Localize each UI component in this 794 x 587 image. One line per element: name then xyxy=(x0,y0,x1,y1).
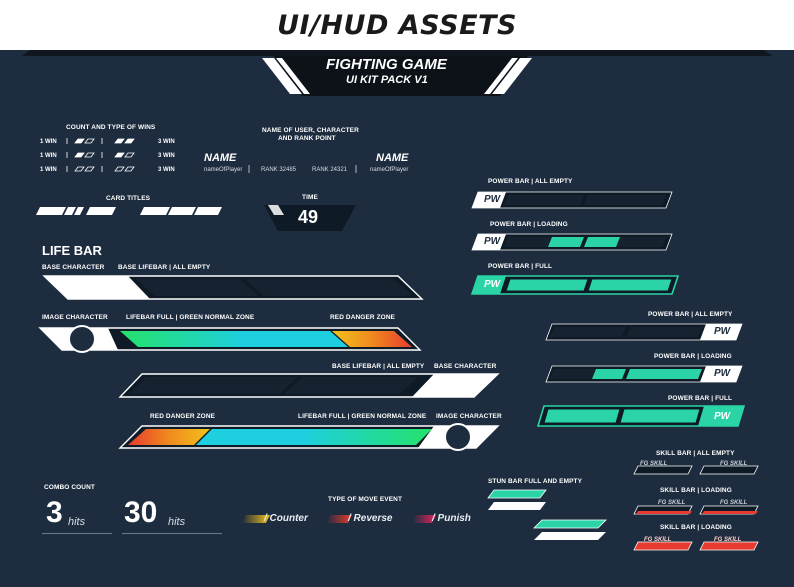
combo-a-suffix: hits xyxy=(68,516,86,528)
wins-left-label: 1 WIN xyxy=(40,167,57,173)
pw-left-full-label: POWER BAR | FULL xyxy=(488,263,553,270)
skill-loading1-label: SKILL BAR | LOADING xyxy=(660,487,732,494)
skill-tag: FG SKILL xyxy=(640,461,668,467)
pw-left-empty-badge: PW xyxy=(484,194,501,205)
pw-left-full-badge: PW xyxy=(484,279,501,290)
pw-right-loading-label: POWER BAR | LOADING xyxy=(654,353,732,360)
stun-bars xyxy=(487,489,607,540)
lb-red-danger: RED DANGER ZONE xyxy=(330,314,396,321)
pw-right-loading-badge: PW xyxy=(714,368,731,379)
time-value: 49 xyxy=(298,207,319,227)
pw-right-full-label: POWER BAR | FULL xyxy=(668,395,733,402)
life-bar-full-right xyxy=(118,423,500,451)
move-event-punish: / Punish xyxy=(432,513,471,524)
pw-left-loading-badge: PW xyxy=(484,236,501,247)
win-markers xyxy=(66,138,135,172)
lb-image-character-r: IMAGE CHARACTER xyxy=(436,413,502,420)
card-titles-label: CARD TITLES xyxy=(106,195,151,202)
page-header: UI/HUD ASSETS xyxy=(0,0,794,50)
wins-right-label: 3 WIN xyxy=(158,139,175,145)
lb-full-green-r: LIFEBAR FULL | GREEN NORMAL ZONE xyxy=(298,413,427,420)
p2-name: NAME xyxy=(376,152,409,164)
pw-left-full xyxy=(470,275,680,295)
pw-right-loading xyxy=(545,365,743,383)
asset-panel: FIGHTING GAME UI KIT PACK V1 COUNT AND T… xyxy=(0,50,794,587)
banner-line1: FIGHTING GAME xyxy=(326,56,447,73)
p1-handle: nameOfPlayer xyxy=(204,167,243,173)
skill-loading2-label: SKILL BAR | LOADING xyxy=(660,524,732,531)
combo-underlines xyxy=(42,533,222,534)
life-bar-full-left xyxy=(38,325,422,353)
page-title: UI/HUD ASSETS xyxy=(277,10,517,41)
combo-a-value: 3 xyxy=(46,496,63,529)
time-label: TIME xyxy=(302,194,318,201)
skill-tag: FG SKILL xyxy=(720,461,748,467)
wins-title: COUNT AND TYPE OF WINS xyxy=(66,124,156,131)
skill-tag: FG SKILL xyxy=(720,500,748,506)
lb-base-empty: BASE LIFEBAR | ALL EMPTY xyxy=(118,264,211,271)
pw-right-full-badge: PW xyxy=(714,411,731,422)
wins-right-label: 3 WIN xyxy=(158,153,175,159)
pw-right-empty-label: POWER BAR | ALL EMPTY xyxy=(648,311,733,318)
skill-all-empty-label: SKILL BAR | ALL EMPTY xyxy=(656,450,735,457)
skill-loading2 xyxy=(633,541,759,551)
life-bar-title: LIFE BAR xyxy=(42,243,102,258)
lb-image-character: IMAGE CHARACTER xyxy=(42,314,108,321)
life-bar-empty-right xyxy=(118,373,500,398)
wins-left-label: 1 WIN xyxy=(40,153,57,159)
life-bar-empty-left xyxy=(42,275,424,300)
wins-left-label: 1 WIN xyxy=(40,139,57,145)
p1-name: NAME xyxy=(204,152,237,164)
skill-tag: FG SKILL xyxy=(644,537,672,543)
card-title-shapes xyxy=(36,207,222,215)
skill-loading1 xyxy=(633,505,759,515)
move-event-swooshes xyxy=(242,515,436,523)
player-info-title2: AND RANK POINT xyxy=(278,135,336,142)
move-event-title: TYPE OF MOVE EVENT xyxy=(328,496,403,503)
stun-title: STUN BAR FULL AND EMPTY xyxy=(488,478,583,485)
p2-handle: nameOfPlayer xyxy=(370,167,409,173)
pw-left-loading-label: POWER BAR | LOADING xyxy=(490,221,568,228)
move-event-counter: / Counter xyxy=(264,513,308,524)
lb-base-character-r: BASE CHARACTER xyxy=(434,363,497,370)
combo-title: COMBO COUNT xyxy=(44,484,95,491)
banner-line2: UI KIT PACK V1 xyxy=(346,74,428,86)
skill-tag: FG SKILL xyxy=(658,500,686,506)
lb-base-character: BASE CHARACTER xyxy=(42,264,105,271)
skill-tag: FG SKILL xyxy=(714,537,742,543)
banner-shape xyxy=(22,50,772,96)
p1-rank: RANK 32485 xyxy=(261,167,297,173)
player-info-title1: NAME OF USER, CHARACTER xyxy=(262,127,359,134)
move-event-reverse: / Reverse xyxy=(348,513,393,524)
pw-left-empty-label: POWER BAR | ALL EMPTY xyxy=(488,178,573,185)
p2-rank: RANK 24321 xyxy=(312,167,348,173)
info-dividers xyxy=(248,165,357,173)
skill-all-empty xyxy=(633,465,759,475)
pw-left-empty xyxy=(471,191,673,209)
time-box xyxy=(264,205,356,231)
lb-red-danger-r: RED DANGER ZONE xyxy=(150,413,216,420)
lb-base-empty-r: BASE LIFEBAR | ALL EMPTY xyxy=(332,363,425,370)
pw-right-full xyxy=(536,405,746,427)
lb-full-green: LIFEBAR FULL | GREEN NORMAL ZONE xyxy=(126,314,255,321)
combo-b-suffix: hits xyxy=(168,516,186,528)
pw-right-empty xyxy=(545,323,743,341)
combo-b-value: 30 xyxy=(124,496,158,529)
wins-right-label: 3 WIN xyxy=(158,167,175,173)
pw-right-empty-badge: PW xyxy=(714,326,731,337)
pw-left-loading xyxy=(471,233,673,251)
